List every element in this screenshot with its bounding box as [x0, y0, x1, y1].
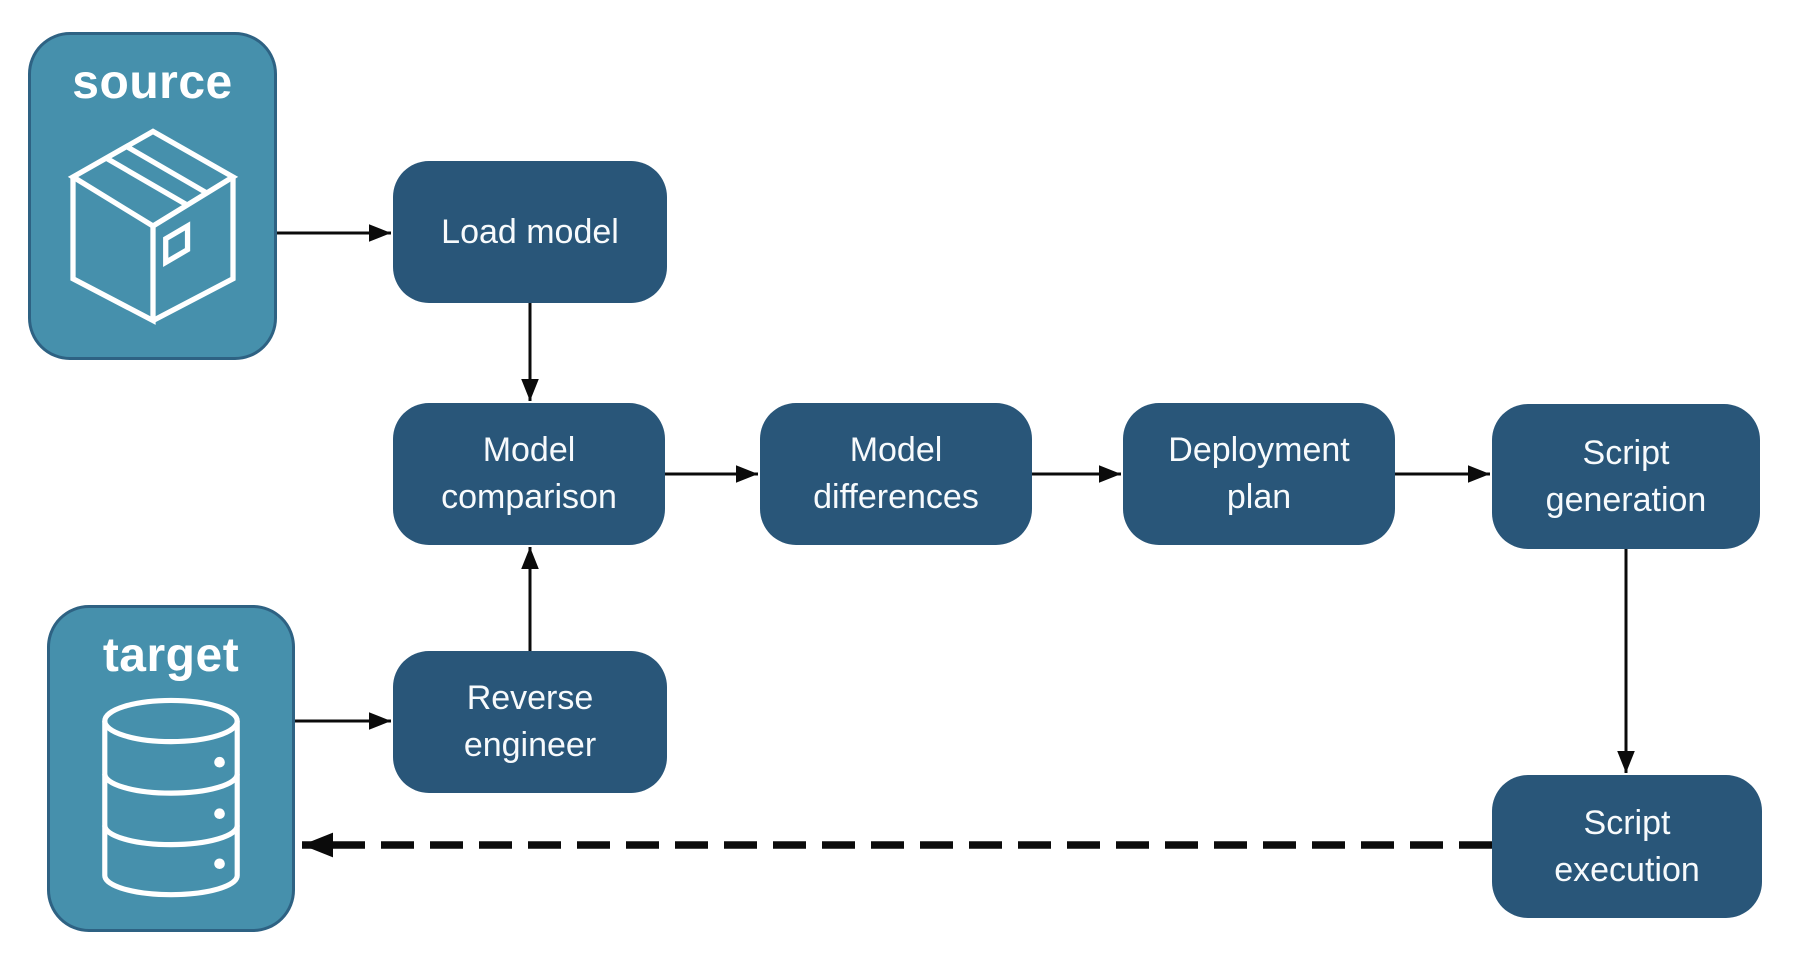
step-model-comparison-label: Model comparison: [441, 431, 617, 516]
step-load-model-label: Load model: [441, 212, 619, 251]
step-reverse-engineer: Reverse engineer: [393, 651, 667, 793]
database-icon: [50, 683, 292, 929]
step-model-differences-label: Model differences: [813, 431, 979, 516]
step-script-generation-label: Script generation: [1545, 433, 1707, 519]
step-deployment-plan: Deployment plan: [1123, 403, 1395, 545]
target-entity-node: target: [47, 605, 295, 932]
step-model-differences: Model differences: [760, 403, 1032, 545]
step-script-execution-label: Script execution: [1554, 803, 1700, 889]
source-label: source: [72, 56, 233, 109]
step-reverse-engineer-label: Reverse engineer: [463, 679, 597, 764]
step-script-execution: Script execution: [1492, 775, 1762, 918]
source-entity-node: source: [28, 32, 277, 360]
step-deployment-plan-label: Deployment plan: [1168, 431, 1350, 516]
step-load-model: Load model: [393, 161, 667, 303]
target-label: target: [102, 629, 240, 682]
package-icon: [31, 110, 274, 357]
step-model-comparison: Model comparison: [393, 403, 665, 545]
step-script-generation: Script generation: [1492, 404, 1760, 549]
